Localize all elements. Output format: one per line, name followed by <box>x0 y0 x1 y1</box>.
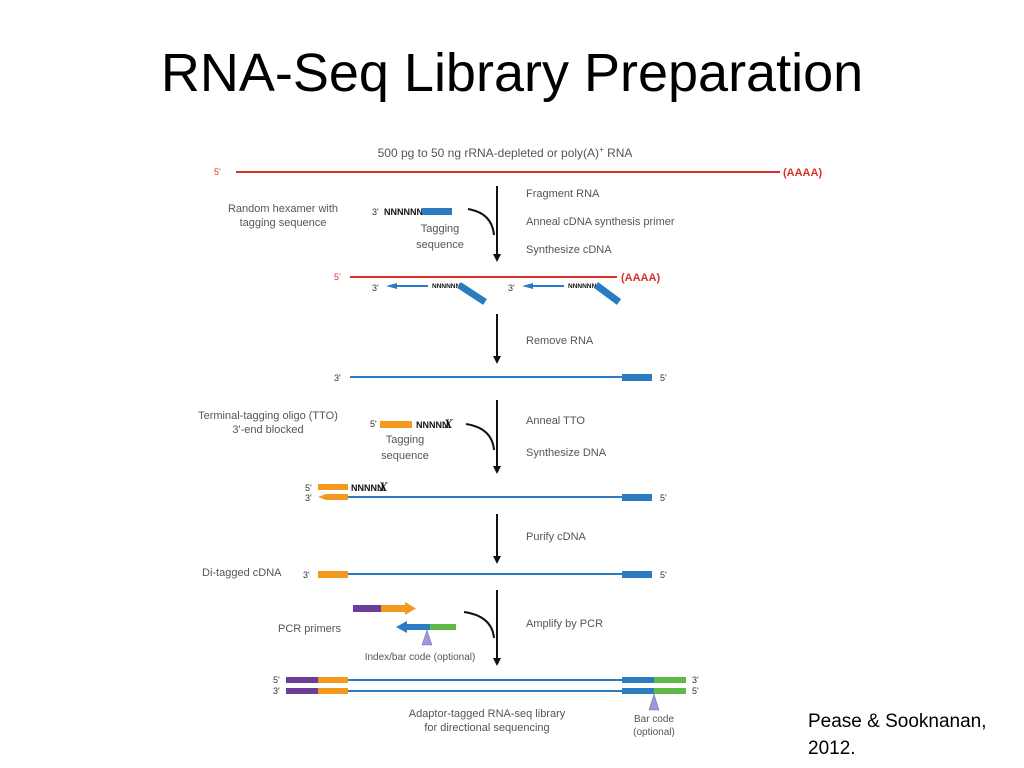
tto-label-line2: 3'-end blocked <box>232 424 303 436</box>
ditagged-blue-tag <box>622 571 652 578</box>
citation: Pease & Sooknanan, 2012. <box>808 708 1018 762</box>
cdna2-strand <box>522 283 564 289</box>
primer-3prime-label: 3' <box>372 207 379 217</box>
ditagged-5prime-label: 5' <box>660 570 667 580</box>
di-tagged-cdna-label: Di-tagged cDNA <box>202 567 282 579</box>
library-bottom-3prime-label: 3' <box>273 686 280 696</box>
step-anneal-primer: Anneal cDNA synthesis primer <box>526 216 675 228</box>
barcode-label-line2: (optional) <box>633 727 675 738</box>
tto-tagging-label-line2: sequence <box>381 450 429 462</box>
tto-x-block: X <box>443 416 453 431</box>
ditagged-orange-tag <box>318 571 348 578</box>
cdna2-nnnnnn: NNNNNN <box>568 283 596 290</box>
slide-title: RNA-Seq Library Preparation <box>160 43 864 103</box>
step-remove-rna: Remove RNA <box>526 335 594 347</box>
product-x-block: X <box>378 479 388 494</box>
library-top-5prime-label: 5' <box>273 675 280 685</box>
cdna1-3prime-label: 3' <box>372 283 379 293</box>
tto-5prime-label: 5' <box>370 419 377 429</box>
pcr-primers-label: PCR primers <box>278 623 341 635</box>
random-hexamer-label-line1: Random hexamer with <box>228 203 338 215</box>
step1-curve <box>467 208 495 236</box>
ss-cdna-3prime-label: 3' <box>334 373 341 383</box>
product-5prime-label: 5' <box>660 493 667 503</box>
library-top-purple <box>286 677 318 683</box>
library-bottom-5prime-label: 5' <box>692 686 699 696</box>
product-bottom-3prime-label: 3' <box>305 493 312 503</box>
product-top-5prime-label: 5' <box>305 483 312 493</box>
library-top-blue <box>622 677 654 683</box>
tagging-sequence-label-line2: sequence <box>416 239 464 251</box>
library-bottom-blue <box>622 688 654 694</box>
step-synthesize-cdna: Synthesize cDNA <box>526 244 612 256</box>
step-purify-cdna: Purify cDNA <box>526 531 587 543</box>
fragment-polya-label: (AAAA) <box>621 272 660 284</box>
step3-curve <box>465 423 495 451</box>
fragment-5prime-label: 5' <box>334 272 341 282</box>
tagging-sequence-label-line1: Tagging <box>421 223 460 235</box>
step-anneal-tto: Anneal TTO <box>526 415 585 427</box>
pcr-primer2-green <box>430 624 456 630</box>
step5-curve <box>463 611 495 639</box>
citation-authors: Pease & Sooknanan, <box>808 711 987 732</box>
rna-5prime-label: 5' <box>214 167 221 177</box>
product-orange-extension <box>318 494 348 500</box>
library-top-3prime-label: 3' <box>692 675 699 685</box>
library-top-orange <box>318 677 348 683</box>
product-tto-tag <box>318 484 348 490</box>
step-synthesize-dna: Synthesize DNA <box>526 447 607 459</box>
pcr-primer1-orange-arrow <box>381 602 416 615</box>
tto-label-line1: Terminal-tagging oligo (TTO) <box>198 410 338 422</box>
tto-tag-block <box>380 421 412 428</box>
product-cdna-tag <box>622 494 652 501</box>
step-amplify-pcr: Amplify by PCR <box>526 618 603 630</box>
polya-tail-label: (AAAA) <box>783 167 822 179</box>
tto-tagging-label-line1: Tagging <box>386 434 425 446</box>
library-label-line1: Adaptor-tagged RNA-seq library <box>409 708 566 720</box>
ss-cdna-5prime-label: 5' <box>660 373 667 383</box>
cdna1-tag <box>457 282 487 305</box>
citation-year: 2012. <box>808 738 856 759</box>
library-bottom-orange <box>318 688 348 694</box>
library-bottom-purple <box>286 688 318 694</box>
index-barcode-label: Index/bar code (optional) <box>365 652 476 663</box>
cdna2-3prime-label: 3' <box>508 283 515 293</box>
hexamer-nnnnnn: NNNNNN <box>384 207 423 217</box>
library-label-line2: for directional sequencing <box>424 722 549 734</box>
step-fragment-rna: Fragment RNA <box>526 188 600 200</box>
product-nnnnn: NNNNN <box>351 483 384 493</box>
cdna1-strand <box>386 283 428 289</box>
hexamer-tag-block <box>422 208 452 215</box>
cdna1-nnnnnn: NNNNNN <box>432 283 460 290</box>
pcr-primer1-purple <box>353 605 381 612</box>
pcr-primer2-blue-arrow <box>396 621 430 633</box>
cdna2-tag <box>593 282 622 305</box>
library-top-green <box>654 677 686 683</box>
barcode-label-line1: Bar code <box>634 714 674 725</box>
ss-cdna-tag <box>622 374 652 381</box>
library-bottom-green <box>654 688 686 694</box>
tto-nnnnn: NNNNN <box>416 420 449 430</box>
pcr-index-marker <box>421 629 433 646</box>
input-rna-label: 500 pg to 50 ng rRNA-depleted or poly(A)… <box>378 145 633 160</box>
random-hexamer-label-line2: tagging sequence <box>240 217 327 229</box>
library-barcode-marker <box>648 693 660 711</box>
ditagged-3prime-label: 3' <box>303 570 310 580</box>
